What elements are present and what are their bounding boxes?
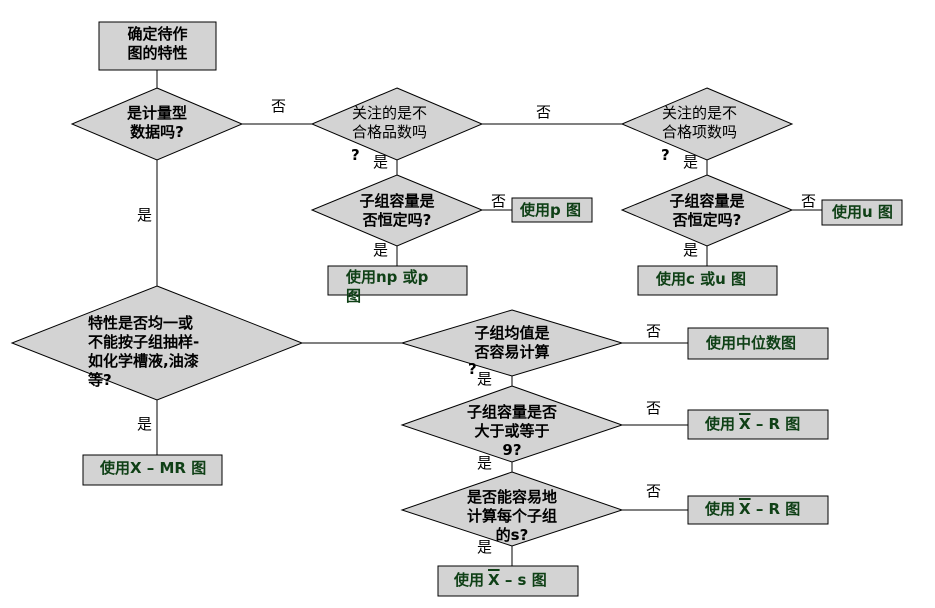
d6-line2: 不能按子组抽样- — [88, 333, 200, 351]
d5-label: 子组容量是 否恒定吗? — [647, 192, 767, 230]
xs-xbar: X — [488, 571, 500, 589]
xr2-xbar: X — [739, 500, 751, 518]
d4-label: 子组容量是 否恒定吗? — [337, 192, 457, 230]
d4-line1: 子组容量是 — [359, 192, 435, 210]
d6-label: 特性是否均一或 不能按子组抽样- 如化学槽液,油漆 等? — [88, 314, 199, 390]
xr2-chart-box — [687, 495, 829, 525]
d7-line3: ? — [468, 360, 477, 378]
d1-label: 是计量型 数据吗? — [97, 104, 217, 142]
d8-line2: 大于或等于 — [474, 422, 550, 440]
start-line2: 图的特性 — [127, 44, 188, 62]
yes-label-d6: 是 — [137, 415, 153, 433]
decision-measurement-data — [70, 87, 244, 161]
yes-label-d8: 是 — [477, 454, 493, 472]
no-label-d8: 否 — [646, 399, 662, 417]
d9-label: 是否能容易地 计算每个子组 的s? — [447, 488, 577, 545]
d7-label: 子组均值是 否容易计算 — [452, 324, 572, 362]
np-chart-line2: 图 — [346, 287, 362, 305]
d3-label: 关注的是不 合格项数吗 — [662, 104, 737, 142]
no-label-d1: 否 — [271, 97, 287, 115]
p-chart-box — [511, 197, 593, 223]
xr1-suffix: – R 图 — [750, 415, 801, 433]
d1-line1: 是计量型 — [126, 104, 187, 122]
start-line1: 确定待作 — [127, 25, 188, 43]
cu-chart-label: 使用c 或u 图 — [656, 270, 747, 288]
yes-label-d1: 是 — [137, 206, 153, 224]
decision-subgroup-9 — [400, 385, 624, 463]
d9-line1: 是否能容易地 — [466, 488, 557, 506]
d3-line3: ? — [661, 146, 670, 164]
d8-line1: 子组容量是否 — [466, 403, 557, 421]
np-chart-label: 使用np 或p 图 — [346, 268, 428, 306]
d2-label: 关注的是不 合格品数吗 — [352, 104, 427, 142]
d8-line3: 9? — [502, 441, 522, 459]
d6-line4: 等? — [88, 371, 112, 389]
median-chart-label: 使用中位数图 — [706, 334, 797, 352]
d3-line2: 合格项数吗 — [662, 123, 738, 141]
d6-line3: 如化学槽液,油漆 — [88, 352, 199, 370]
connectors — [156, 70, 822, 566]
d9-line2: 计算每个子组 — [466, 507, 557, 525]
yes-label-d3: 是 — [683, 153, 699, 171]
xr1-prefix: 使用 — [705, 415, 736, 433]
xs-suffix: – s 图 — [499, 571, 547, 589]
xr2-suffix: – R 图 — [750, 500, 801, 518]
d9-line3: 的s? — [495, 526, 529, 544]
boxes — [82, 21, 903, 597]
decision-defects — [620, 87, 794, 161]
d1-line2: 数据吗? — [130, 123, 184, 141]
xr1-xbar: X — [739, 415, 751, 433]
decision-defectives — [310, 87, 484, 161]
d7-line2: 否容易计算 — [474, 343, 550, 361]
no-label-d2: 否 — [536, 103, 552, 121]
d5-line2: 否恒定吗? — [672, 211, 742, 229]
yes-label-d9: 是 — [477, 538, 493, 556]
start-box — [98, 21, 217, 71]
d7-line1: 子组均值是 — [474, 324, 550, 342]
decision-mean-easy — [400, 309, 624, 377]
yes-label-d4: 是 — [373, 241, 389, 259]
decision-subgroup-const-1 — [310, 174, 484, 247]
median-chart-box — [687, 327, 829, 360]
xr2-prefix: 使用 — [705, 500, 736, 518]
xmr-chart-box — [82, 454, 223, 486]
diamonds — [10, 87, 794, 547]
p-chart-label: 使用p 图 — [520, 201, 581, 219]
u-chart-label: 使用u 图 — [832, 203, 893, 221]
decision-subgroup-const-2 — [620, 174, 794, 247]
d2-line1: 关注的是不 — [352, 104, 428, 122]
yes-label-d2: 是 — [373, 153, 389, 171]
xmr-chart-label: 使用X – MR 图 — [100, 459, 207, 477]
u-chart-box — [821, 199, 903, 226]
np-chart-line1: 使用np 或p — [346, 268, 429, 286]
no-label-d7: 否 — [646, 322, 662, 340]
decision-homogeneous — [10, 285, 304, 401]
d2-line3: ? — [351, 146, 360, 164]
yes-label-d5: 是 — [683, 241, 699, 259]
d5-line1: 子组容量是 — [669, 192, 745, 210]
no-label-d4: 否 — [491, 192, 507, 210]
np-chart-box — [327, 265, 468, 296]
d3-line1: 关注的是不 — [662, 104, 738, 122]
decision-calc-s — [400, 471, 624, 547]
d4-line2: 否恒定吗? — [362, 211, 432, 229]
d6-line1: 特性是否均一或 — [88, 314, 194, 332]
xr1-chart-box — [687, 409, 829, 440]
yes-label-d7: 是 — [477, 370, 493, 388]
d8-label: 子组容量是否 大于或等于 9? — [442, 403, 582, 460]
d2-line2: 合格品数吗 — [352, 123, 428, 141]
xs-chart-box — [437, 565, 579, 597]
start-label: 确定待作 图的特性 — [99, 25, 216, 63]
cu-chart-box — [637, 265, 778, 296]
no-label-d5: 否 — [801, 192, 817, 210]
no-label-d9: 否 — [646, 482, 662, 500]
xs-prefix: 使用 — [454, 571, 485, 589]
